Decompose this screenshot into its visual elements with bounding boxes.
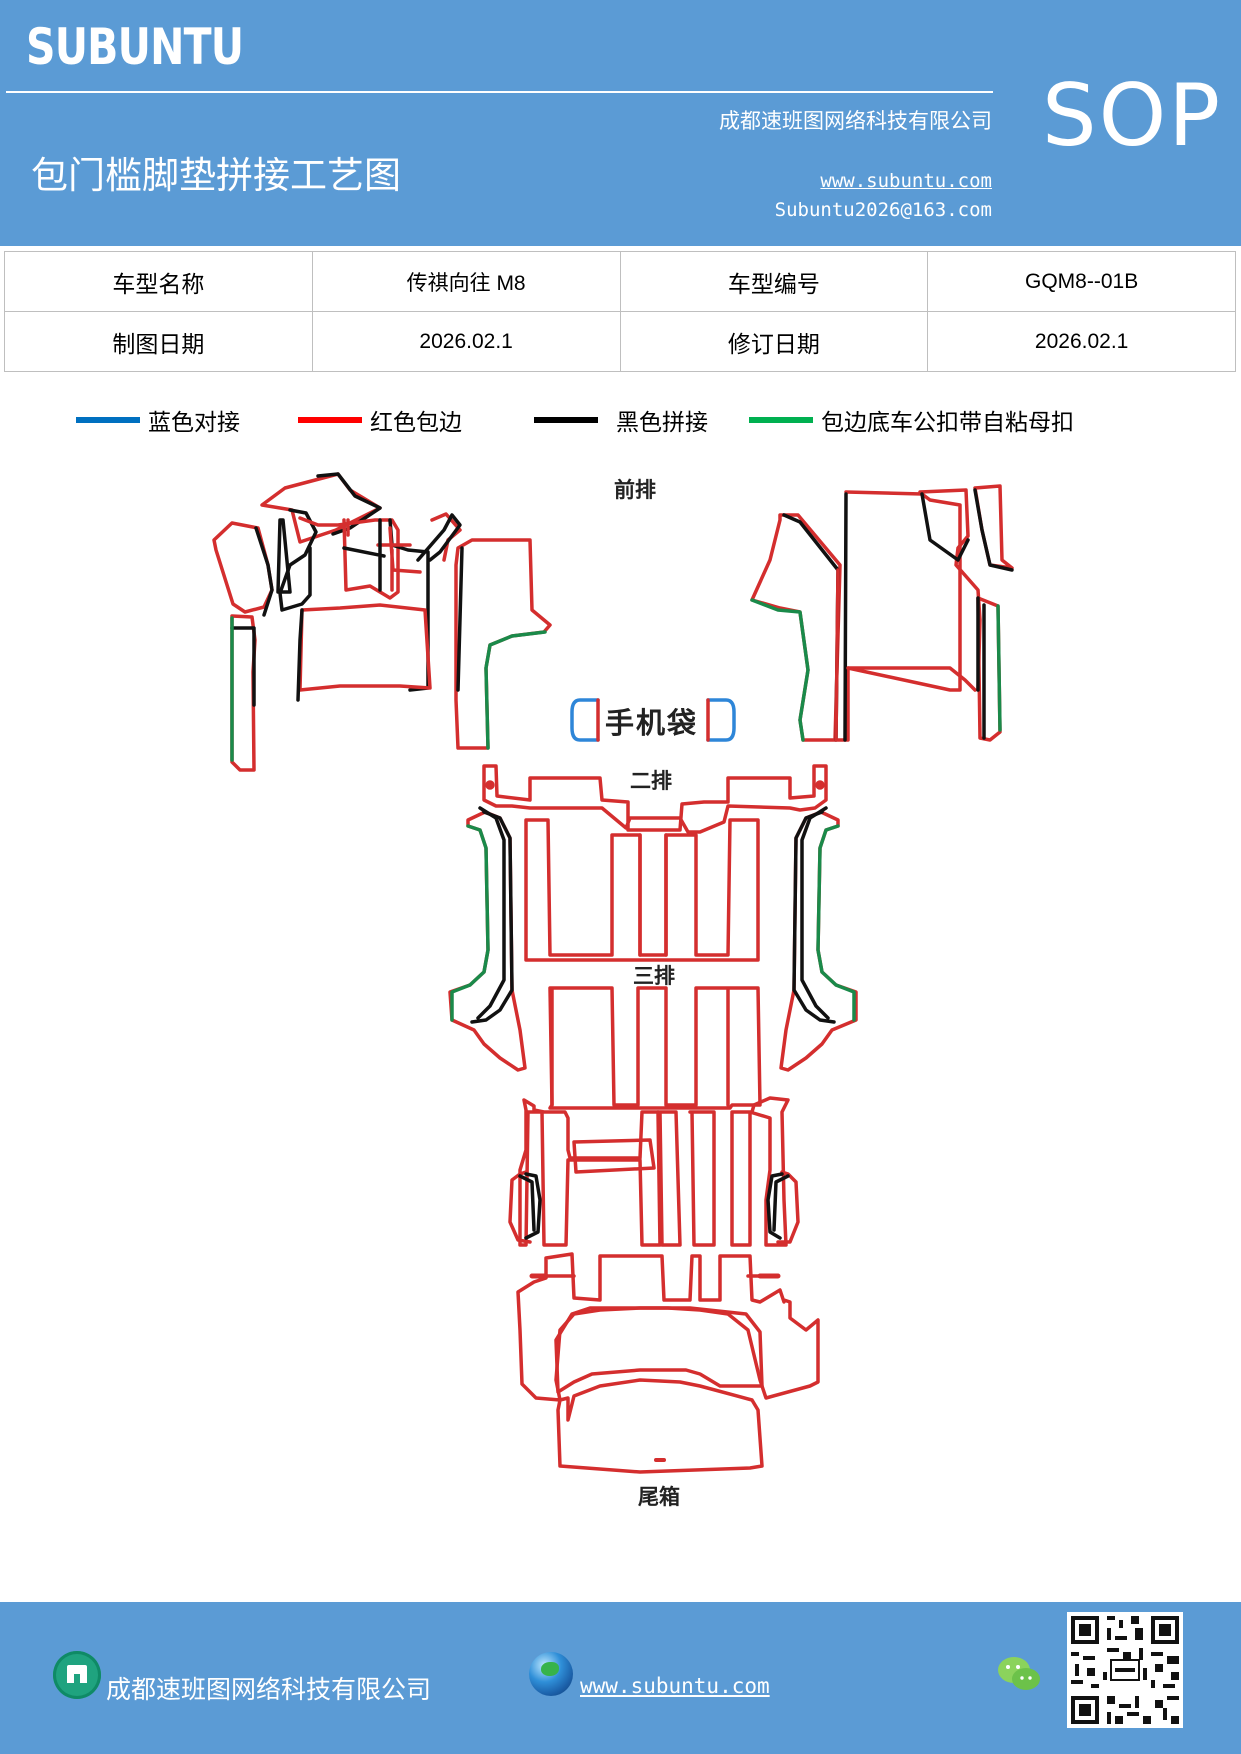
brand-logo: SUBUNTU [26, 18, 244, 76]
header-banner [0, 0, 1241, 246]
globe-icon [529, 1652, 573, 1696]
legend-item-blue: 蓝色对接 [76, 402, 240, 438]
sop-label: SOP [1042, 66, 1223, 166]
legend-label: 包边底车公扣带自粘母扣 [821, 410, 1074, 436]
cell-draw-date-label: 制图日期 [4, 311, 313, 372]
legend-swatch [298, 417, 362, 423]
info-table: 车型名称 传祺向往 M8 车型编号 GQM8--01B 制图日期 2026.02… [4, 251, 1236, 372]
header-divider [6, 91, 993, 93]
second-row-side-right [779, 806, 858, 1072]
footer-company: 成都速班图网络科技有限公司 [106, 1675, 432, 1704]
second-row-label: 二排 [630, 769, 672, 793]
cell-draw-date: 2026.02.1 [311, 311, 621, 372]
trunk-label: 尾箱 [638, 1485, 680, 1509]
page-title: 包门槛脚垫拼接工艺图 [31, 154, 401, 197]
header-website-link[interactable]: www.subuntu.com [820, 170, 992, 192]
legend-swatch [749, 417, 813, 423]
table-row: 制图日期 2026.02.1 修订日期 2026.02.1 [4, 311, 1236, 372]
trunk-mats [516, 1252, 820, 1474]
legend-item-red: 红色包边 [298, 402, 462, 438]
cell-revise-date-label: 修订日期 [619, 311, 929, 372]
front-right-mats [750, 484, 1014, 742]
cell-model-code-label: 车型编号 [619, 251, 929, 312]
second-row-mats [482, 764, 828, 962]
header-email: Subuntu2026@163.com [774, 199, 992, 221]
legend-item-green: 包边底车公扣带自粘母扣 [749, 402, 1074, 438]
header-company: 成都速班图网络科技有限公司 [719, 109, 992, 133]
table-row: 车型名称 传祺向往 M8 车型编号 GQM8--01B [4, 251, 1236, 312]
legend-swatch [76, 417, 140, 423]
qr-code-icon [1067, 1612, 1183, 1728]
front-row-label: 前排 [614, 478, 656, 502]
wechat-icon [998, 1657, 1040, 1690]
phone-bag-label: 手机袋 [605, 706, 699, 740]
legend-swatch [534, 417, 598, 423]
third-row-wheel-arches [518, 1172, 790, 1240]
third-row-label: 三排 [633, 964, 675, 988]
legend-label: 蓝色对接 [148, 410, 240, 436]
cell-model-name: 传祺向往 M8 [311, 251, 621, 312]
phone-bag-pieces [570, 698, 736, 742]
front-left-mats [212, 472, 552, 772]
cell-model-code: GQM8--01B [927, 251, 1236, 312]
legend-item-black: 黑色拼接 [534, 402, 708, 438]
footer-website-link[interactable]: www.subuntu.com [580, 1674, 770, 1698]
cell-model-name-label: 车型名称 [4, 251, 313, 312]
legend-label: 黑色拼接 [616, 410, 708, 436]
cell-revise-date: 2026.02.1 [927, 311, 1236, 372]
building-icon [53, 1651, 101, 1699]
second-row-side-left [448, 806, 527, 1072]
third-row-mats [508, 986, 800, 1247]
legend-label: 红色包边 [370, 410, 462, 436]
